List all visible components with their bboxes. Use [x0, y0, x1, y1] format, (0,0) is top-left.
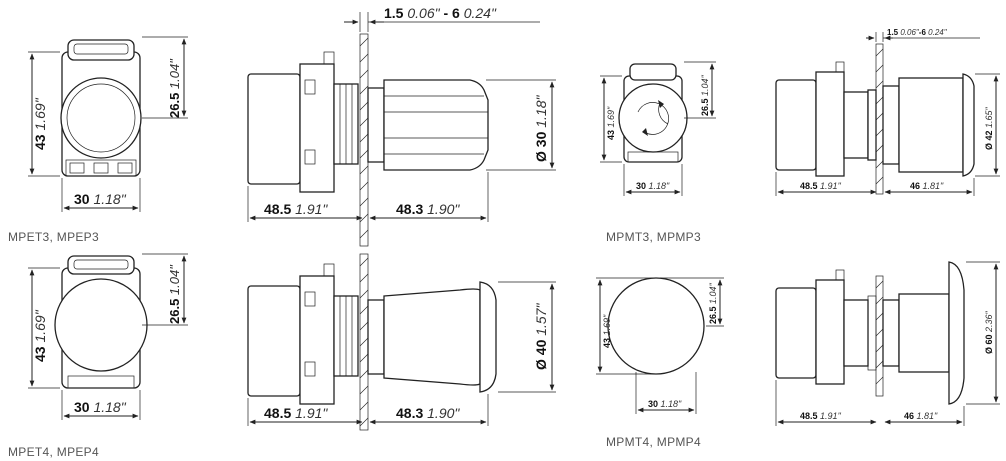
- svg-text:30 1.18": 30 1.18": [636, 181, 670, 191]
- dim-panel-thickness-row1-small: 1.5 0.06"-6 0.24": [866, 28, 980, 42]
- svg-text:1.5 0.06"-6 0.24": 1.5 0.06"-6 0.24": [887, 28, 948, 37]
- dim-height-26-mpmt4: 26.5 1.04": [660, 277, 724, 327]
- svg-text:26.5 1.04": 26.5 1.04": [708, 282, 718, 324]
- dim-dia-40: Ø 40 1.57": [498, 281, 556, 393]
- caption-mpmt4-mpmp4: MPMT4, MPMP4: [606, 435, 701, 449]
- dim-depth-48-5-row1: 48.5 1.91": [247, 186, 363, 222]
- dim-dia-42: Ø 42 1.65": [975, 73, 1000, 177]
- dim-depth-48-5-row2: 48.5 1.91": [247, 398, 363, 426]
- dim-height-26-mpet4: 26.5 1.04": [142, 253, 188, 326]
- dim-height-26-mpet3: 26.5 1.04": [142, 36, 188, 119]
- svg-text:1.5 0.06" - 6 0.24": 1.5 0.06" - 6 0.24": [384, 5, 497, 21]
- svg-text:43 1.69": 43 1.69": [32, 309, 48, 362]
- svg-text:46 1.81": 46 1.81": [910, 181, 944, 191]
- svg-text:30 1.18": 30 1.18": [74, 399, 127, 415]
- caption-mpmt3-mpmp3: MPMT3, MPMP3: [606, 230, 701, 244]
- caption-mpet4-mpep4: MPET4, MPEP4: [8, 445, 99, 459]
- svg-text:26.5 1.04": 26.5 1.04": [167, 264, 182, 324]
- svg-text:48.5 1.91": 48.5 1.91": [800, 411, 842, 421]
- side-view-mpet3: [247, 33, 489, 247]
- dim-height-43-mpmt4: 43 1.69": [596, 277, 654, 375]
- svg-text:48.5 1.91": 48.5 1.91": [800, 181, 842, 191]
- svg-text:43 1.69": 43 1.69": [602, 314, 612, 348]
- dim-dia-60: Ø 60 2.36": [966, 261, 1000, 405]
- front-view-mpmt4: [607, 277, 705, 375]
- svg-text:48.5 1.91": 48.5 1.91": [264, 201, 328, 217]
- dim-depth-46-row2: 46 1.81": [884, 406, 965, 426]
- dim-height-43-mpet4: 43 1.69": [28, 267, 60, 389]
- front-view-mpet4: [54, 255, 148, 389]
- front-view-mpet3: [60, 39, 142, 177]
- dim-depth-48-3-row2: 48.3 1.90": [369, 394, 489, 426]
- dim-height-26-mpmt3: 26.5 1.04": [684, 61, 716, 119]
- svg-text:43 1.69": 43 1.69": [32, 97, 48, 150]
- svg-text:48.3 1.90": 48.3 1.90": [396, 405, 460, 421]
- svg-text:46 1.81": 46 1.81": [904, 411, 938, 421]
- side-view-mpmt3: [775, 43, 975, 195]
- svg-text:30 1.18": 30 1.18": [648, 399, 682, 409]
- svg-text:Ø 60 2.36": Ø 60 2.36": [984, 310, 994, 354]
- svg-text:48.3 1.90": 48.3 1.90": [396, 201, 460, 217]
- caption-mpet3-mpep3: MPET3, MPEP3: [8, 230, 99, 244]
- dim-depth-46-row1: 46 1.81": [884, 178, 975, 196]
- svg-text:26.5 1.04": 26.5 1.04": [167, 58, 182, 118]
- svg-text:48.5 1.91": 48.5 1.91": [264, 405, 328, 421]
- dim-depth-48-5-row2-small: 48.5 1.91": [775, 380, 877, 426]
- svg-text:30 1.18": 30 1.18": [74, 191, 127, 207]
- dim-height-43-mpmt3: 43 1.69": [600, 75, 622, 163]
- dim-dia-30: Ø 30 1.18": [486, 79, 556, 171]
- dim-panel-thickness-row1: 1.5 0.06" - 6 0.24": [344, 5, 540, 32]
- side-view-mpmt4: [775, 261, 965, 405]
- svg-text:43 1.69": 43 1.69": [606, 106, 616, 140]
- svg-text:Ø 42 1.65": Ø 42 1.65": [984, 106, 994, 150]
- dim-width-30-mpet3: 30 1.18": [61, 178, 141, 212]
- side-view-mpet4: [247, 253, 497, 431]
- front-view-mpmt3: [618, 63, 688, 163]
- svg-text:26.5 1.04": 26.5 1.04": [700, 74, 710, 116]
- svg-text:Ø 30 1.18": Ø 30 1.18": [533, 95, 549, 162]
- dim-height-43-mpet3: 43 1.69": [28, 51, 60, 177]
- dim-width-30-mpmt3: 30 1.18": [623, 164, 683, 196]
- dim-width-30-mpet4: 30 1.18": [61, 390, 141, 420]
- dim-depth-48-3-row1: 48.3 1.90": [369, 172, 489, 222]
- dim-depth-48-5-row1-small: 48.5 1.91": [775, 172, 877, 196]
- dim-width-30-mpmt4: 30 1.18": [635, 372, 697, 414]
- svg-text:Ø 40 1.57": Ø 40 1.57": [533, 303, 549, 370]
